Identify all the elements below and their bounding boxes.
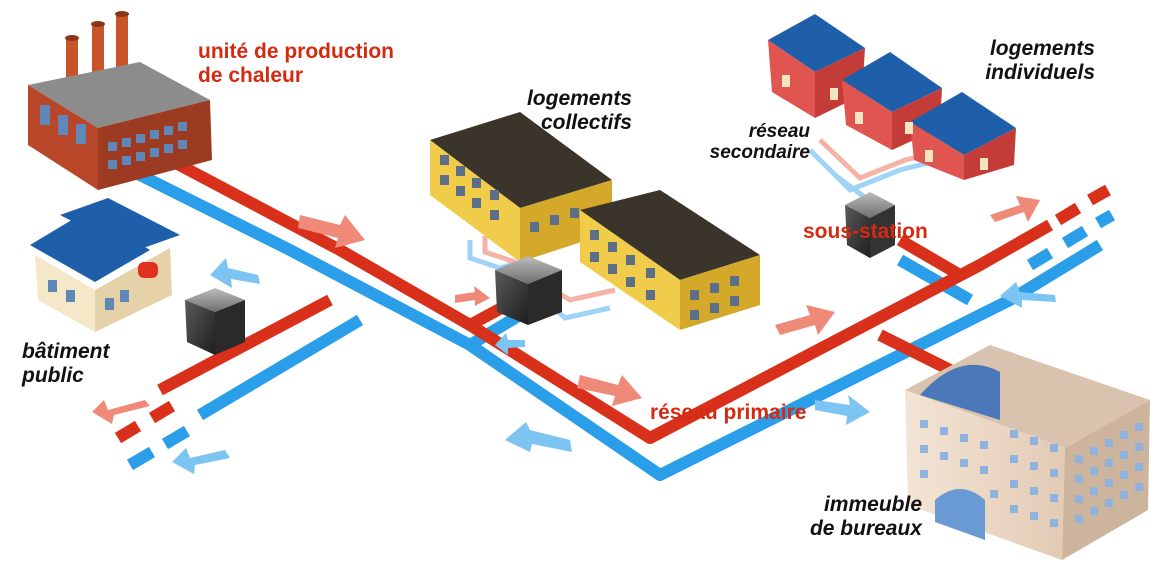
factory-icon xyxy=(28,11,212,190)
house-icon xyxy=(768,14,1016,180)
label-substation: sous-station xyxy=(803,220,928,243)
label-individual-housing: logements individuels xyxy=(985,37,1095,84)
flow-arrows-cold xyxy=(172,258,1056,474)
label-primary-network: réseau primaire xyxy=(650,401,807,424)
label-office-building: immeuble de bureaux xyxy=(809,493,922,540)
label-public-building: bâtiment public xyxy=(22,340,110,387)
label-production: unité de production de chaleur xyxy=(198,40,394,87)
heat-exchanger-icon xyxy=(845,192,895,258)
label-collective-housing: logements collectifs xyxy=(526,87,632,134)
primary-network-cold xyxy=(127,164,1104,481)
primary-network-hot-dashes xyxy=(114,184,1111,444)
primary-network-cold-dashes xyxy=(126,209,1115,471)
label-secondary-network: réseau secondaire xyxy=(709,121,810,164)
primary-network-hot xyxy=(157,154,1053,444)
heat-exchanger-icon xyxy=(495,256,562,325)
heat-exchanger-icon xyxy=(185,288,245,355)
flow-arrows-hot xyxy=(92,196,1040,424)
public-building-icon xyxy=(30,198,180,332)
office-tower-icon xyxy=(905,345,1150,560)
apartment-building-icon xyxy=(430,112,760,330)
